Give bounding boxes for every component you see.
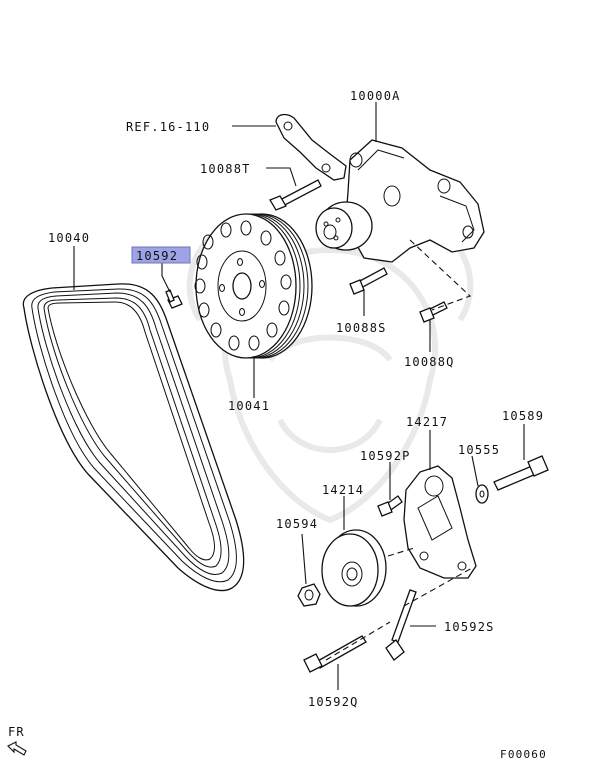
bolt-10088t [269, 179, 322, 211]
nut-10594 [297, 583, 321, 607]
bolt-10592p [377, 495, 403, 517]
label-10088s: 10088S [336, 321, 387, 335]
label-10040: 10040 [48, 231, 90, 245]
label-10594: 10594 [276, 517, 318, 531]
label-ref: REF.16-110 [126, 120, 210, 134]
idler-pulley [321, 529, 387, 607]
water-pump [315, 139, 485, 263]
bolt-10088s [349, 267, 388, 295]
figure-code: F00060 [500, 748, 547, 761]
label-10041: 10041 [228, 399, 270, 413]
label-fr: FR [8, 725, 25, 739]
highlight-box-10592 [131, 246, 191, 264]
tensioner-bracket [403, 465, 477, 579]
label-10592q: 10592Q [308, 695, 359, 709]
label-14217: 14217 [406, 415, 448, 429]
label-10589: 10589 [502, 409, 544, 423]
pulley-holes [194, 220, 292, 351]
washer-10555 [475, 484, 489, 504]
label-10555: 10555 [458, 443, 500, 457]
label-10592s: 10592S [444, 620, 495, 634]
crank-pulley [194, 213, 313, 359]
leader-lines [73, 102, 525, 690]
label-10592[interactable]: 10592 [136, 249, 178, 263]
label-14214: 14214 [322, 483, 364, 497]
bolt-10592 [165, 289, 183, 309]
bolt-10589 [493, 455, 549, 491]
pump-bracket [275, 113, 347, 181]
bolt-10088q [419, 301, 448, 323]
label-10000a: 10000A [350, 89, 401, 103]
label-10088q: 10088Q [404, 355, 455, 369]
front-arrow-icon [7, 741, 27, 756]
label-10088t: 10088T [200, 162, 251, 176]
label-10592p: 10592P [360, 449, 411, 463]
bolt-10592s [385, 589, 417, 661]
